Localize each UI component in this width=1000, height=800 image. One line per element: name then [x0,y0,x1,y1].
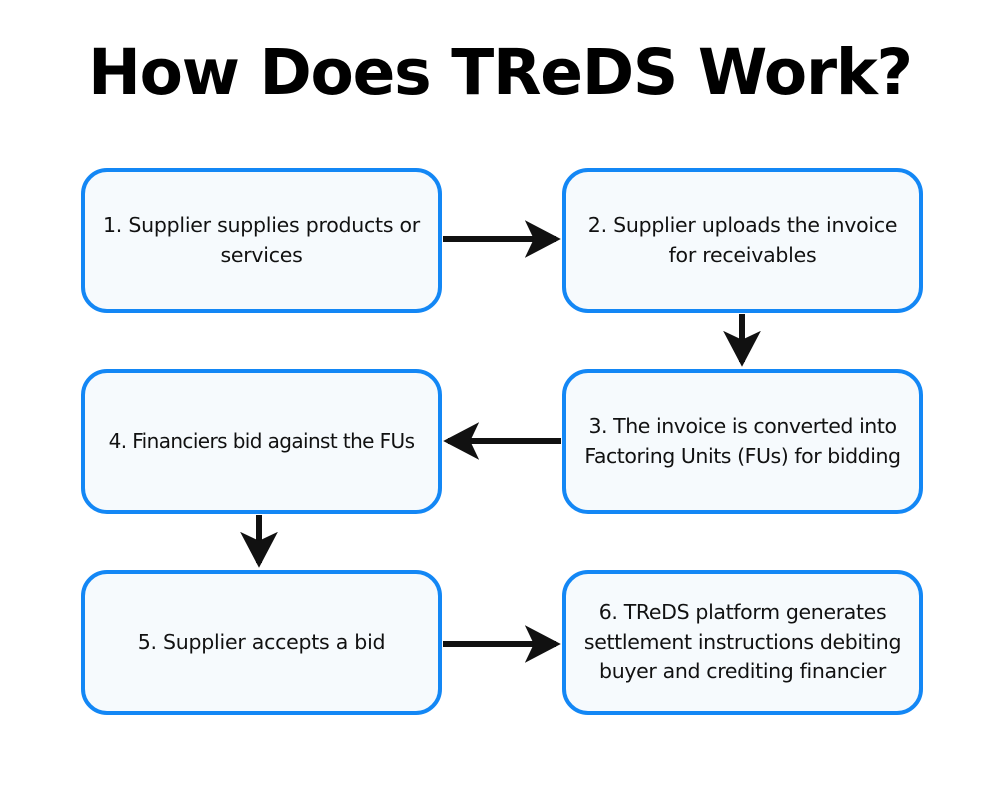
flow-step-1[interactable]: 1. Supplier supplies products or service… [81,168,442,313]
flow-step-4-label: 4. Financiers bid against the FUs [108,429,415,453]
flow-step-3-label: 3. The invoice is converted into Factori… [584,413,901,468]
flow-step-5-label: 5. Supplier accepts a bid [137,629,386,654]
flow-step-1-label: 1. Supplier supplies products or service… [103,212,420,267]
page-title: How Does TReDS Work? [88,36,913,109]
flow-step-5[interactable]: 5. Supplier accepts a bid [81,570,442,715]
flow-step-6[interactable]: 6. TReDS platform generates settlement i… [562,570,923,715]
flow-step-3[interactable]: 3. The invoice is converted into Factori… [562,369,923,514]
flow-step-2-label: 2. Supplier uploads the invoice for rece… [587,212,898,267]
flow-step-2[interactable]: 2. Supplier uploads the invoice for rece… [562,168,923,313]
flow-step-4[interactable]: 4. Financiers bid against the FUs [81,369,442,514]
flow-step-6-label: 6. TReDS platform generates settlement i… [583,599,902,684]
